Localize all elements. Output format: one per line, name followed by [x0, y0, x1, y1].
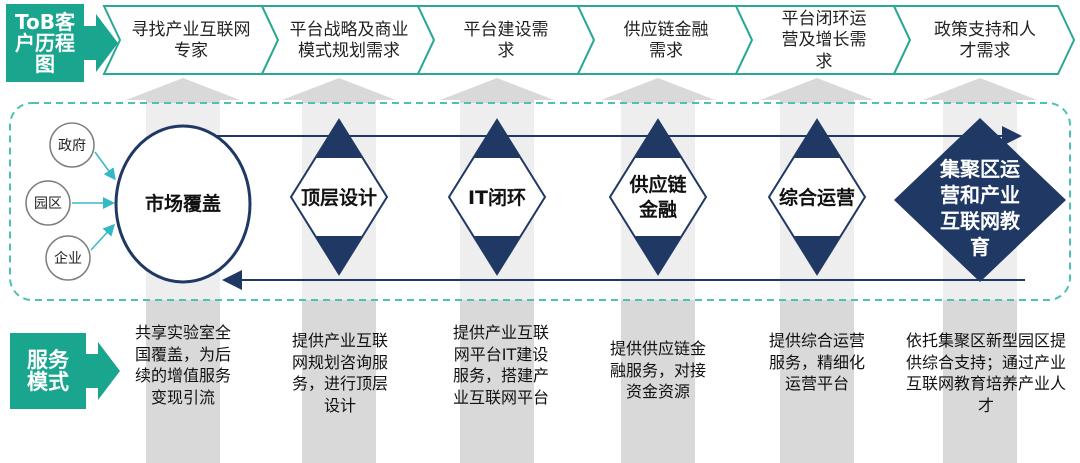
journey-label: ToB客户历程图: [15, 9, 75, 76]
journey-step-2: 平台战略及商业模式规划需求: [289, 19, 409, 61]
customer-park: 园区: [34, 196, 62, 212]
journey-step-4: 供应链金融需求: [623, 19, 709, 61]
journey-label-box: [6, 4, 118, 82]
node-cluster-education: 集聚区运营和产业互联网教育: [940, 157, 1020, 259]
customer-government: 政府: [58, 138, 86, 154]
customer-circles: [25, 122, 95, 281]
node-it-loop: IT闭环: [467, 186, 527, 209]
journey-step-5: 平台闭环运营及增长需求: [781, 9, 867, 72]
node-top-design: 顶层设计: [300, 186, 377, 209]
service-5: 提供综合运营服务，精细化运营平台: [768, 331, 865, 394]
service-1: 共享实验室全国覆盖，为后续的增值服务变现引流: [134, 323, 231, 407]
journey-chevrons: [102, 5, 1076, 75]
node-market-coverage: 市场覆盖: [144, 192, 221, 215]
customer-enterprise: 企业: [54, 251, 82, 267]
chevron-6: [892, 5, 1076, 75]
service-6: 依托集聚区新型园区提供综合支持；通过产业互联网教育培养产业人才: [905, 331, 1066, 415]
service-3: 提供产业互联网平台IT建设服务，搭建产业互联网平台: [452, 323, 549, 407]
process-diamonds: [289, 118, 1066, 282]
node-integrated-ops: 综合运营: [778, 186, 855, 209]
journey-step-3: 平台建设需求: [463, 19, 549, 61]
service-label: 服务模式: [27, 347, 69, 394]
service-label-box: [10, 333, 120, 409]
diamond-6: [894, 118, 1066, 282]
service-2: 提供产业互联网规划咨询服务，进行顶层设计: [291, 331, 388, 415]
journey-step-6: 政策支持和人才需求: [934, 19, 1036, 61]
journey-step-1: 寻找产业互联网专家: [131, 19, 251, 61]
service-4: 提供供应链金融服务，对接资金资源: [609, 339, 706, 402]
node-supply-finance: 供应链金融: [629, 174, 687, 221]
customer-arrows: [72, 151, 116, 251]
market-coverage-circle: [114, 124, 252, 284]
